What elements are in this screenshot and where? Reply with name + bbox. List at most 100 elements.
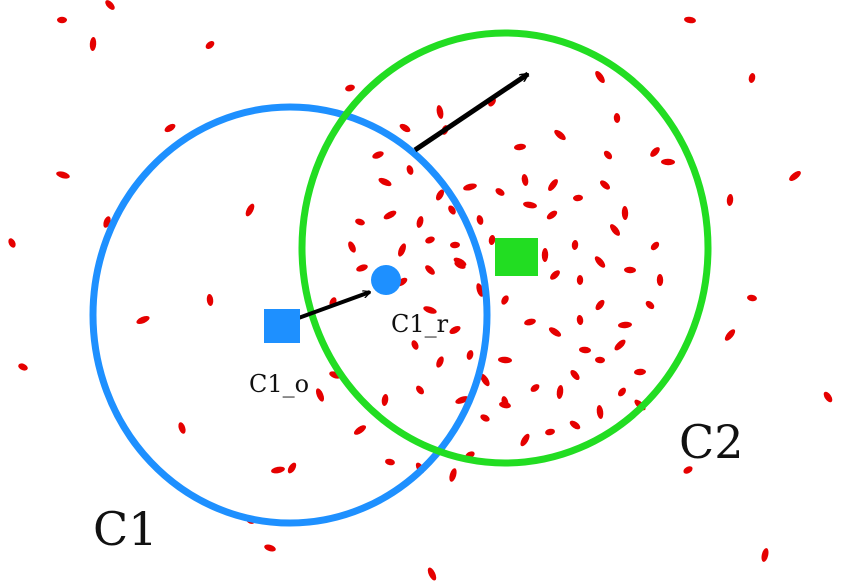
data-point (650, 147, 660, 157)
data-point (656, 274, 664, 286)
data-point (524, 318, 536, 326)
data-point (596, 405, 604, 419)
data-point (425, 236, 435, 244)
data-point (724, 329, 736, 341)
data-point (436, 356, 444, 368)
cluster-1-circle (89, 103, 491, 527)
data-point (617, 387, 627, 397)
data-point (614, 339, 626, 351)
data-point (683, 466, 693, 474)
data-points (8, 0, 833, 581)
cluster-2-circle (298, 29, 712, 467)
data-point (136, 315, 150, 325)
data-point (372, 151, 384, 159)
data-point (594, 256, 606, 268)
data-point (488, 235, 496, 245)
data-point (595, 299, 605, 311)
data-point (554, 129, 566, 141)
data-point (556, 385, 564, 399)
data-point (514, 143, 526, 151)
data-point (353, 425, 367, 435)
data-point (453, 257, 467, 267)
data-point (18, 363, 28, 371)
data-point (411, 340, 419, 350)
data-point (621, 206, 629, 220)
data-point (747, 294, 757, 302)
data-point (569, 420, 581, 430)
data-point (576, 275, 584, 285)
data-point (530, 384, 540, 392)
data-point (385, 458, 395, 466)
data-point (550, 270, 560, 280)
data-point (8, 238, 16, 248)
cluster-1-label: C1 (93, 502, 157, 556)
data-point (423, 306, 437, 314)
data-point (618, 321, 632, 329)
data-point (613, 113, 621, 123)
data-point (435, 189, 445, 201)
data-point (571, 240, 579, 250)
data-point (684, 16, 696, 24)
c2-center-marker (495, 238, 538, 276)
data-point (501, 295, 509, 305)
data-point (650, 241, 660, 251)
data-point (600, 180, 610, 190)
data-point (480, 373, 490, 387)
data-point (164, 123, 176, 133)
data-point (348, 241, 356, 253)
data-point (634, 368, 646, 376)
data-point (624, 266, 636, 274)
data-point (480, 414, 490, 422)
data-point (383, 210, 397, 220)
c1-relocated-label: C1_r (391, 310, 449, 338)
data-point (761, 548, 769, 562)
data-point (573, 194, 583, 202)
c1-relocated-center-marker (371, 265, 401, 295)
data-point (595, 70, 605, 84)
data-point (205, 40, 215, 50)
data-point (463, 183, 477, 191)
data-point (436, 105, 444, 119)
cluster-2-label: C2 (679, 415, 743, 469)
data-point (541, 248, 549, 262)
data-point (416, 216, 424, 228)
data-point (546, 210, 558, 220)
data-point (661, 158, 675, 166)
data-point (498, 356, 512, 364)
shift-arrow-large (413, 71, 528, 153)
c1-original-center-marker (264, 309, 300, 343)
data-point (427, 567, 437, 581)
data-point (603, 150, 613, 160)
data-point (521, 174, 529, 186)
data-point (726, 194, 734, 206)
data-point (548, 327, 562, 337)
data-point (466, 350, 474, 360)
data-point (245, 203, 255, 217)
data-point (476, 215, 484, 225)
data-point (399, 123, 411, 133)
data-point (398, 243, 406, 257)
data-point (381, 394, 389, 406)
data-point (448, 205, 456, 215)
data-point (823, 391, 833, 403)
data-point (287, 462, 297, 474)
data-point (576, 315, 584, 325)
data-point (105, 0, 115, 10)
data-point (645, 300, 655, 310)
data-point (264, 544, 276, 552)
data-point (315, 388, 325, 402)
data-point (520, 433, 530, 447)
data-point (89, 37, 97, 51)
data-point (449, 326, 461, 334)
data-point (495, 188, 505, 196)
data-point (178, 422, 186, 434)
c1-original-label: C1_o (249, 370, 309, 398)
data-point (545, 428, 555, 436)
data-point (450, 241, 460, 249)
data-point (356, 264, 368, 272)
data-point (271, 466, 285, 474)
data-point (610, 224, 620, 236)
data-point (57, 16, 67, 24)
data-point (789, 171, 801, 181)
